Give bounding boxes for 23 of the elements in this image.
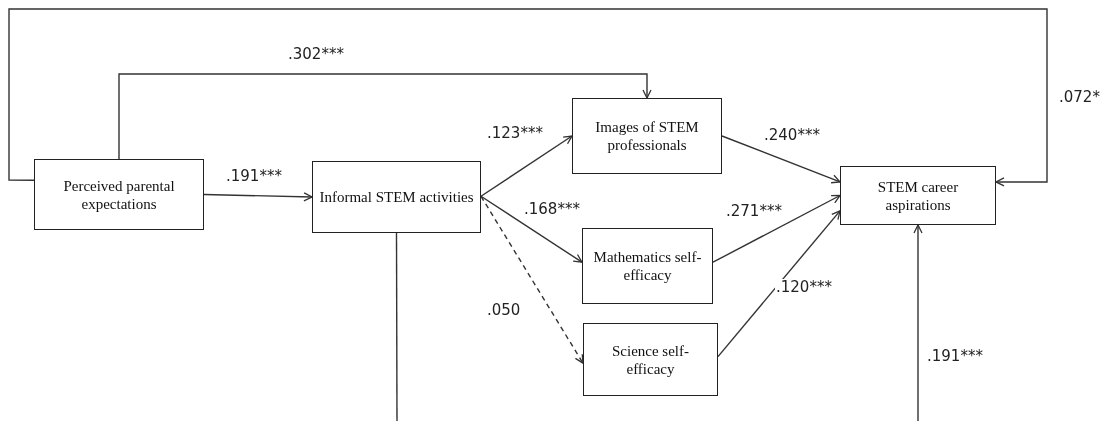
variable-label: Images of STEM professionals (594, 118, 700, 154)
variable-label: Informal STEM activities (319, 188, 474, 206)
variable-box (34, 159, 204, 230)
dashed-arrow (480, 195, 584, 364)
variable-box (840, 166, 996, 225)
arrow (8, 8, 1048, 187)
variable-box (312, 161, 481, 233)
arrow (712, 194, 841, 263)
arrow (717, 210, 841, 358)
variable-label: Mathematics self-efficacy (592, 248, 703, 284)
variable-label: Perceived parental expectations (62, 176, 176, 213)
connector-line (395, 232, 398, 421)
arrow (721, 135, 841, 184)
arrow (480, 135, 573, 197)
variable-box (582, 228, 713, 304)
arrow (913, 224, 923, 421)
variable-box (583, 323, 718, 396)
variable-label: Science self-efficacy (610, 341, 690, 378)
arrow (203, 192, 313, 202)
arrow (480, 195, 583, 263)
variable-label: STEM career aspirations (876, 177, 960, 214)
arrow (118, 73, 652, 160)
variable-box (572, 98, 722, 174)
